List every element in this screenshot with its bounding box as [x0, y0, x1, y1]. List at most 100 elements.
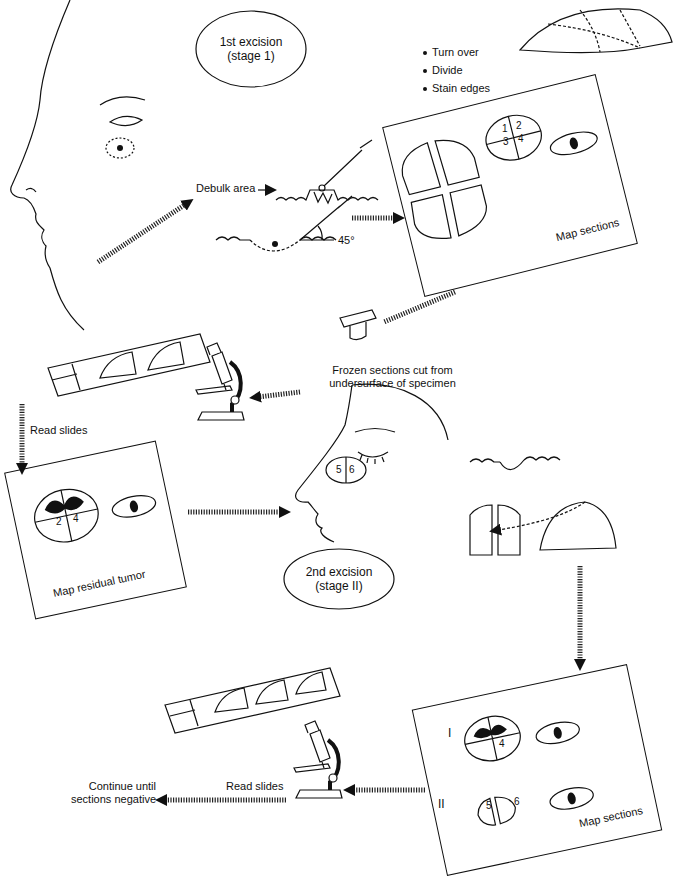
flow-arrow	[188, 510, 282, 515]
pointer-arrow	[258, 189, 268, 190]
excision-defect	[326, 457, 366, 483]
face-features	[26, 97, 145, 192]
map-sheet: Map sections	[382, 73, 638, 296]
callout-number: 6	[514, 796, 520, 808]
tissue-section	[100, 342, 184, 378]
callout-number: 5	[336, 464, 342, 476]
division-line	[548, 10, 640, 52]
face-profile	[296, 385, 352, 542]
eye-outline	[548, 784, 595, 813]
flow-arrow	[352, 216, 396, 221]
flow-arrow	[258, 392, 300, 397]
tumor	[314, 192, 332, 203]
curette-tip	[319, 185, 325, 191]
ellipse-outline	[284, 549, 394, 609]
flow-arrow	[352, 788, 425, 793]
stage-ellipse: 2nd excision(stage II)	[283, 548, 395, 610]
callout-number: 1	[502, 123, 508, 135]
pupil	[568, 137, 579, 151]
map-sheet: Map sections	[412, 664, 663, 876]
callout-number: 2	[516, 120, 522, 132]
face-profile	[11, 0, 84, 330]
annotation-text: Stain edges	[432, 82, 490, 95]
flow-arrow	[578, 566, 583, 662]
annotation-text: Read slides	[226, 780, 283, 793]
tissue-piece	[409, 195, 453, 246]
map-outline	[30, 484, 103, 548]
excision-line	[250, 240, 300, 251]
flow-arrow	[98, 204, 186, 262]
eye-outline	[534, 719, 581, 748]
annotation-text: Read slides	[30, 424, 87, 437]
annotation-text: Continue until sections negative	[52, 780, 156, 806]
cryostat-chuck	[350, 322, 366, 340]
tissue-piece	[470, 505, 520, 555]
flow-arrow	[20, 404, 25, 466]
residual-tumor	[43, 495, 85, 516]
callout-number: II	[438, 797, 445, 811]
residual-tumor	[472, 723, 507, 740]
slide-label-area	[170, 700, 198, 726]
skin-surface	[470, 457, 560, 462]
callout-number: 2	[56, 516, 62, 528]
tissue-piece	[396, 142, 440, 195]
tumor-outline	[106, 138, 134, 158]
bullet	[423, 87, 427, 91]
callout-number: 3	[503, 136, 509, 148]
pupil	[567, 792, 577, 805]
specimen	[520, 9, 672, 53]
callout-number: 4	[73, 513, 79, 525]
map-outline	[461, 711, 525, 766]
tumor	[117, 145, 123, 151]
pointer-arrow	[498, 502, 585, 530]
sheet-caption: Map sections	[555, 215, 621, 243]
pupil	[553, 726, 563, 739]
tumor	[272, 241, 278, 247]
annotation-text: Turn over	[432, 46, 479, 59]
annotation-text: 45°	[338, 234, 355, 247]
stage-label: 2nd excision	[306, 565, 373, 579]
angle-mark	[300, 226, 334, 240]
map-sheet: Map residual tumor	[4, 441, 187, 620]
sheet-caption: Map residual tumor	[51, 568, 146, 600]
tissue-piece	[448, 185, 492, 236]
tissue-piece	[435, 133, 479, 186]
stage-label: (stage 1)	[227, 49, 274, 63]
stage-label: (stage II)	[315, 579, 362, 593]
skin-surface	[276, 190, 378, 200]
callout-number: 4	[518, 133, 524, 145]
map-grid	[30, 484, 103, 548]
callout-number: I	[448, 726, 451, 740]
slide-label-area	[52, 364, 80, 390]
sheet-caption: Map sections	[578, 804, 644, 830]
tissue-section	[215, 672, 326, 712]
stage-label: 1st excision	[220, 35, 283, 49]
glass-slide	[48, 334, 210, 396]
ellipse-outline	[196, 11, 306, 87]
eye-outline	[548, 128, 599, 159]
bullet	[423, 51, 427, 55]
cryostat-chuck	[340, 310, 376, 327]
stage-ellipse: 1st excision(stage 1)	[195, 10, 307, 88]
specimen	[540, 502, 616, 550]
map-outline	[481, 110, 546, 166]
annotation-text: Debulk area	[196, 182, 255, 195]
curette	[324, 140, 372, 186]
face-features	[352, 384, 448, 464]
annotation-text: Frozen sections cut from undersurface of…	[305, 364, 480, 390]
map-outline	[475, 794, 518, 828]
microscope	[294, 721, 342, 798]
eye-outline	[110, 492, 157, 521]
map-grid	[481, 110, 546, 166]
microscope	[196, 343, 244, 420]
map-grid	[461, 711, 525, 766]
map-grid	[345, 457, 346, 483]
pupil	[129, 500, 139, 513]
callout-number: 6	[349, 464, 355, 476]
bullet	[423, 69, 427, 73]
flow-arrow	[164, 798, 286, 803]
annotation-text: Divide	[432, 64, 463, 77]
callout-number: 4	[499, 738, 505, 750]
callout-number: 5	[486, 800, 492, 812]
scalpel	[300, 196, 352, 240]
